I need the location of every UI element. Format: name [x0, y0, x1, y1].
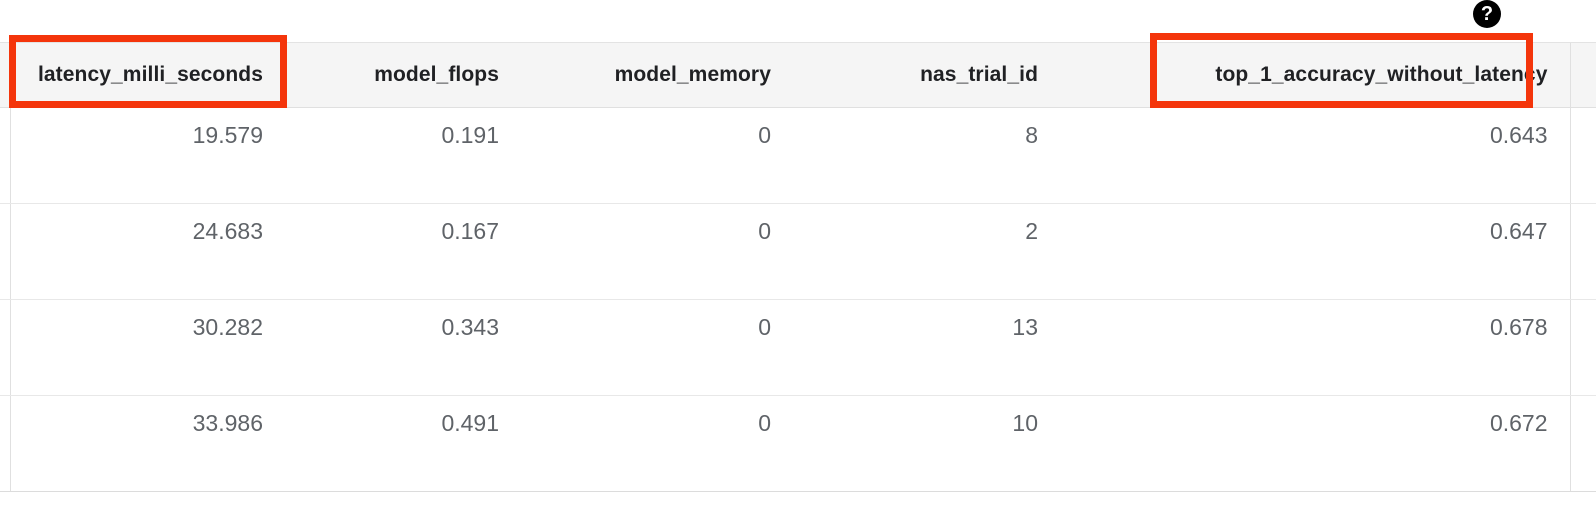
cell-top-1-accuracy-without-latency: 0.672: [1060, 395, 1570, 492]
column-header-partial-right[interactable]: [1569, 42, 1596, 108]
column-header-model-memory[interactable]: model_memory: [521, 42, 793, 108]
cell-model-flops: 0.191: [285, 107, 521, 204]
cell-model-memory: 0: [521, 299, 793, 396]
cell-partial-right: [1569, 107, 1596, 204]
cell-model-flops: 0.491: [285, 395, 521, 492]
cell-latency-milli-seconds: 24.683: [10, 203, 285, 300]
cell-nas-trial-id: 13: [793, 299, 1060, 396]
table-row[interactable]: 30.282 0.343 0 13 0.678: [0, 299, 1596, 396]
cell-partial-left: [0, 395, 11, 492]
cell-partial-right: [1569, 203, 1596, 300]
table-row[interactable]: 24.683 0.167 0 2 0.647: [0, 203, 1596, 300]
cell-model-memory: 0: [521, 203, 793, 300]
cell-latency-milli-seconds: 30.282: [10, 299, 285, 396]
cell-partial-left: [0, 299, 11, 396]
cell-latency-milli-seconds: 19.579: [10, 107, 285, 204]
cell-model-memory: 0: [521, 395, 793, 492]
column-header-model-flops[interactable]: model_flops: [285, 42, 521, 108]
nas-trials-table: latency_milli_seconds model_flops model_…: [0, 42, 1596, 492]
column-header-top-1-accuracy-without-latency[interactable]: top_1_accuracy_without_latency: [1060, 42, 1570, 108]
cell-nas-trial-id: 10: [793, 395, 1060, 492]
table-header: latency_milli_seconds model_flops model_…: [0, 42, 1596, 108]
table-toolbar: ?: [0, 0, 1596, 42]
cell-top-1-accuracy-without-latency: 0.647: [1060, 203, 1570, 300]
cell-top-1-accuracy-without-latency: 0.643: [1060, 107, 1570, 204]
help-question-icon[interactable]: ?: [1473, 0, 1501, 28]
cell-model-flops: 0.343: [285, 299, 521, 396]
table-body: 19.579 0.191 0 8 0.643 24.683 0.167 0 2 …: [0, 107, 1596, 492]
column-header-latency-milli-seconds[interactable]: latency_milli_seconds: [10, 42, 285, 108]
cell-nas-trial-id: 8: [793, 107, 1060, 204]
cell-partial-left: [0, 203, 11, 300]
cell-partial-right: [1569, 299, 1596, 396]
column-header-nas-trial-id[interactable]: nas_trial_id: [793, 42, 1060, 108]
data-table-container[interactable]: latency_milli_seconds model_flops model_…: [0, 42, 1596, 516]
cell-top-1-accuracy-without-latency: 0.678: [1060, 299, 1570, 396]
table-row[interactable]: 19.579 0.191 0 8 0.643: [0, 107, 1596, 204]
table-header-row: latency_milli_seconds model_flops model_…: [0, 42, 1596, 108]
cell-partial-right: [1569, 395, 1596, 492]
cell-model-flops: 0.167: [285, 203, 521, 300]
column-header-partial-left[interactable]: [0, 42, 11, 108]
cell-nas-trial-id: 2: [793, 203, 1060, 300]
cell-partial-left: [0, 107, 11, 204]
cell-latency-milli-seconds: 33.986: [10, 395, 285, 492]
table-row[interactable]: 33.986 0.491 0 10 0.672: [0, 395, 1596, 492]
cell-model-memory: 0: [521, 107, 793, 204]
